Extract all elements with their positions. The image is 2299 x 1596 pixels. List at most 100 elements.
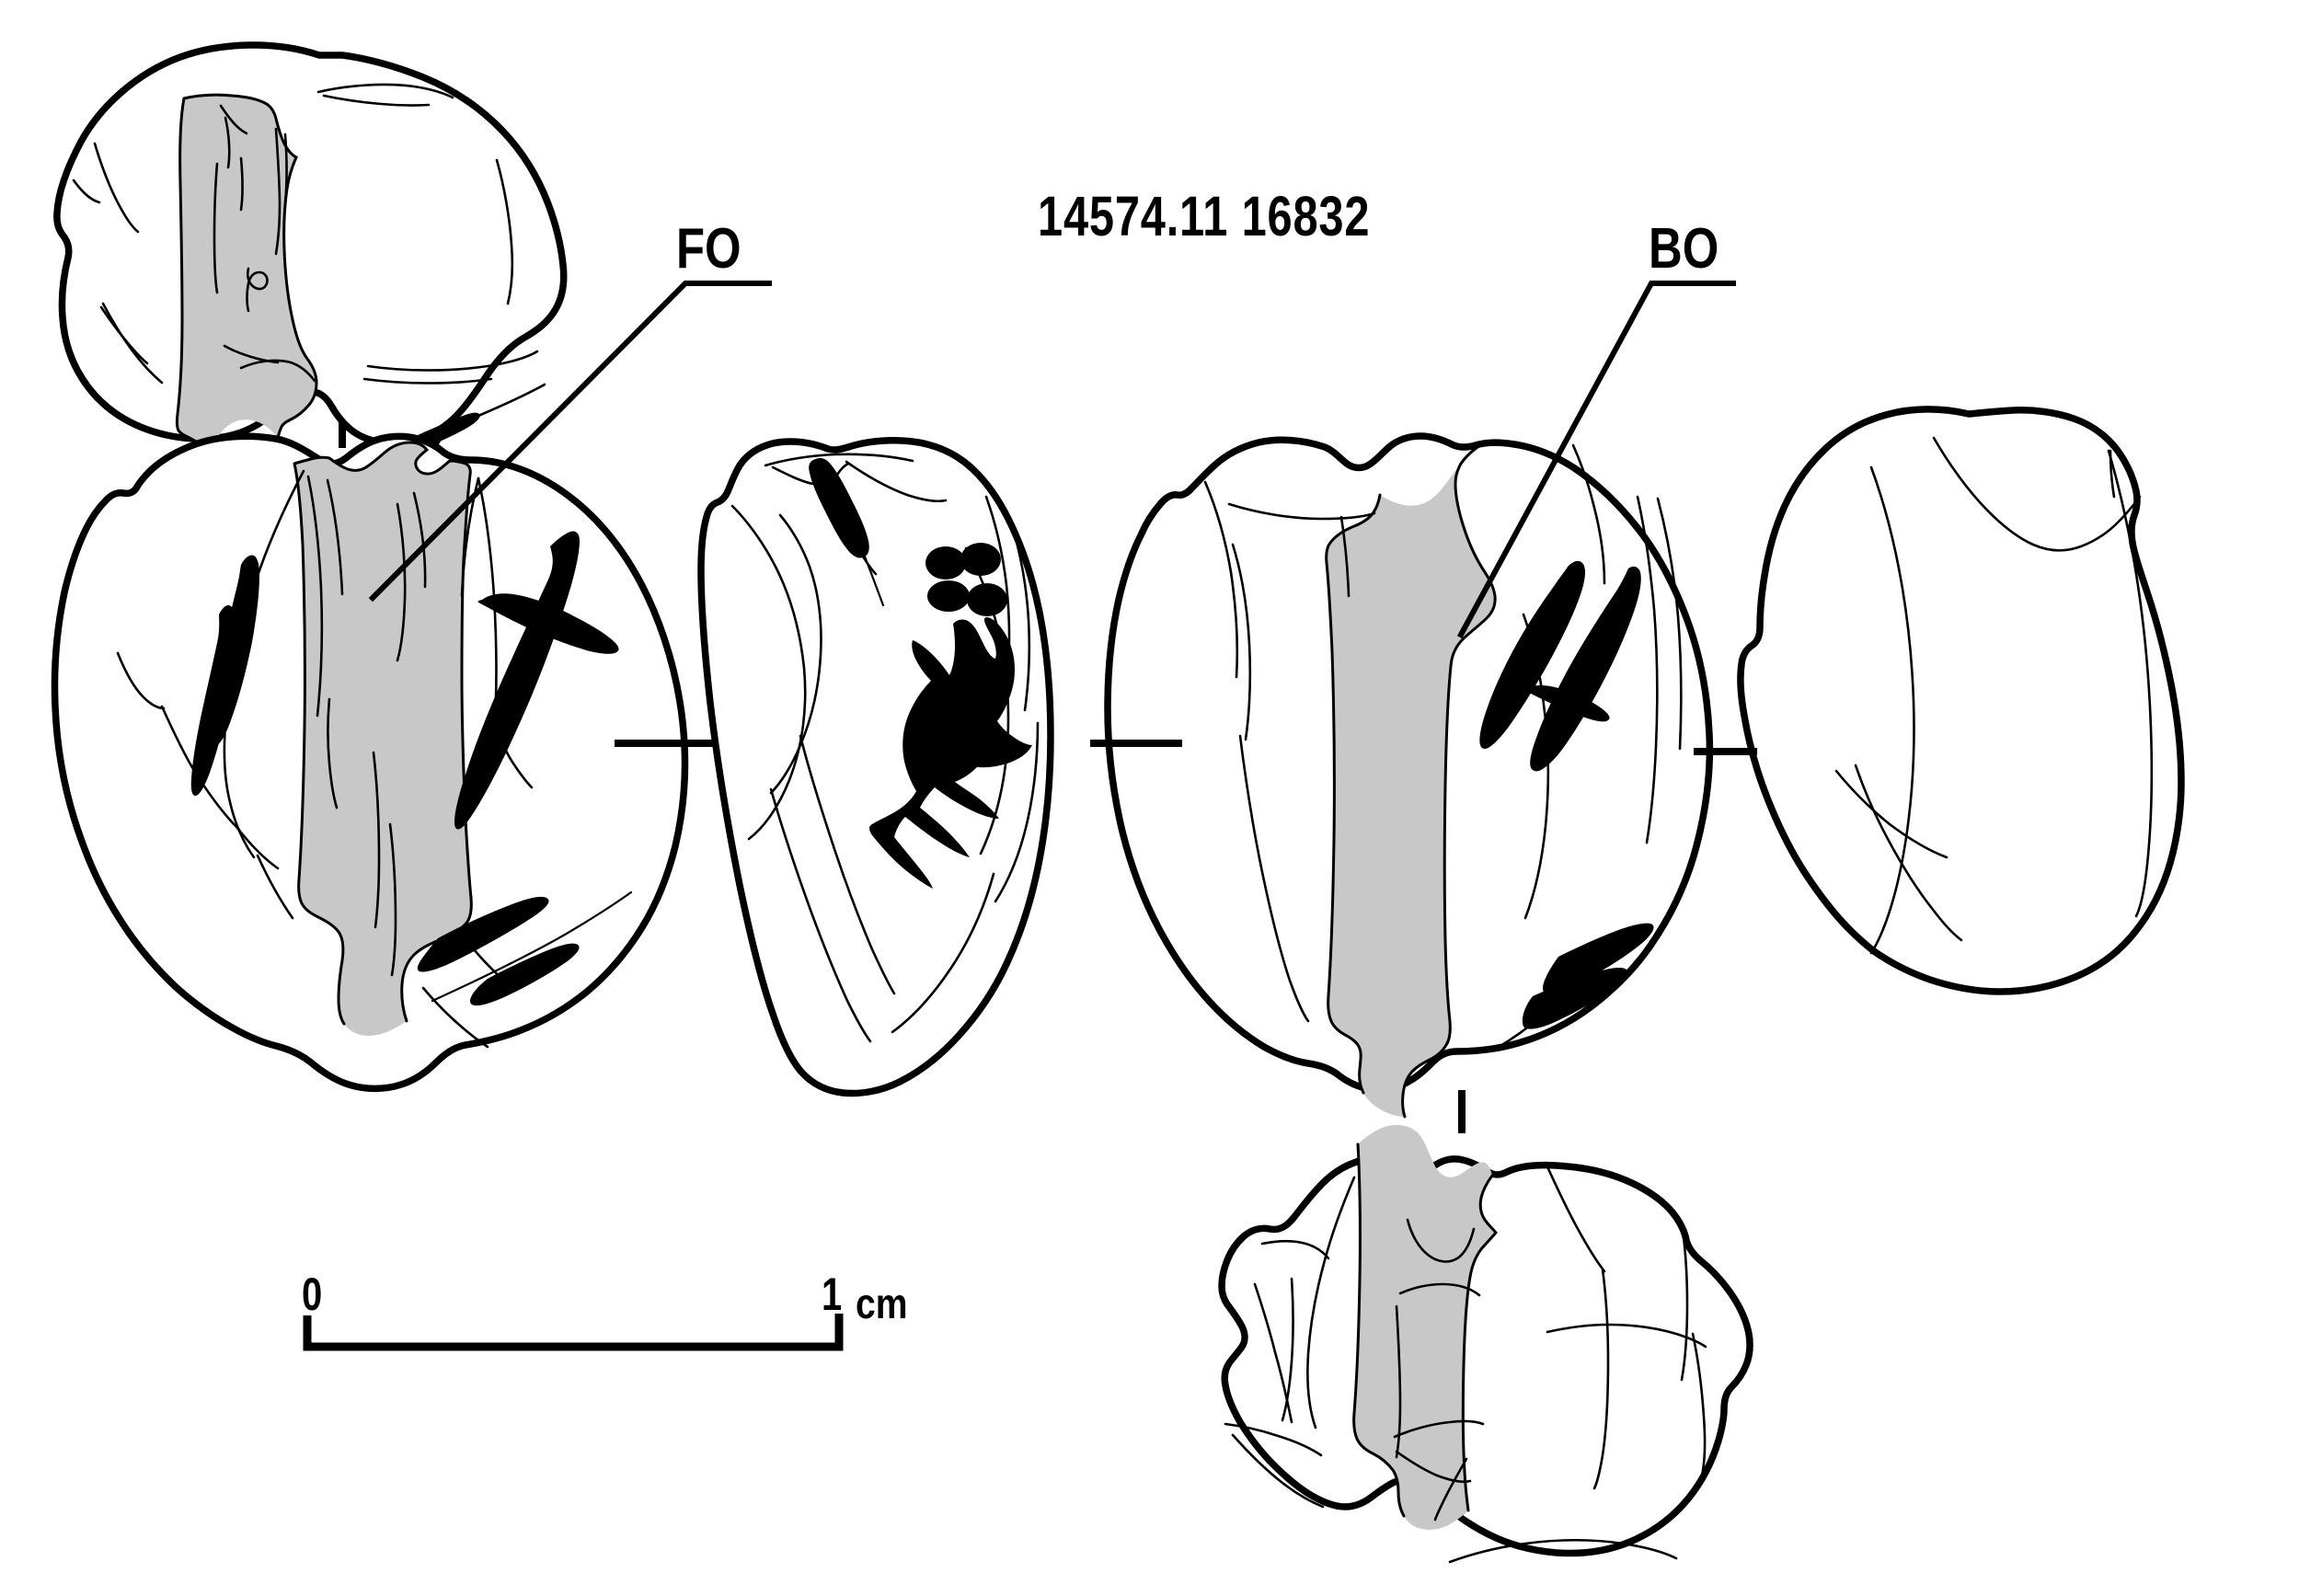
view-main-right-detail-line-1 xyxy=(1203,480,1239,679)
view-top-left-detail-line-10 xyxy=(283,132,288,206)
view-bottom-detail-line-6 xyxy=(1231,1433,1325,1509)
view-profile-center-detail-line-6 xyxy=(769,513,822,795)
view-top-left-detail-line-6 xyxy=(224,116,231,169)
view-top-left-detail-line-7 xyxy=(213,162,219,294)
view-main-right-detail-line-6 xyxy=(1571,443,1606,585)
view-far-right-detail-line-5 xyxy=(1834,769,1948,859)
view-main-left-black-mark-4 xyxy=(470,943,580,1006)
view-bottom-detail-line-5 xyxy=(1224,1422,1323,1457)
view-main-left-detail-line-3 xyxy=(327,697,339,809)
view-main-left-detail-line-4 xyxy=(372,751,381,929)
view-main-right-detail-line-4 xyxy=(1238,734,1310,1023)
view-far-right-detail-line-6 xyxy=(1854,764,1963,942)
view-profile-center-detail-line-8 xyxy=(769,787,872,1043)
label-fo: FO xyxy=(676,217,741,281)
view-top-left xyxy=(53,41,568,495)
scale-start-label: 0 xyxy=(302,1269,323,1320)
view-main-left-detail-line-6 xyxy=(396,502,407,662)
view-main-left-detail-line-7 xyxy=(412,491,427,589)
view-top-left-detail-line-9 xyxy=(274,127,282,256)
view-profile-center-detail-line-7 xyxy=(799,734,896,995)
view-far-right-outline xyxy=(1737,406,2185,995)
view-far-right xyxy=(1737,406,2185,995)
view-main-right-detail-line-9 xyxy=(1656,497,1683,751)
view-main-left-detail-line-9 xyxy=(256,854,294,920)
view-top-left-detail-line-11 xyxy=(246,267,269,313)
view-bottom-detail-line-3 xyxy=(1281,1277,1294,1422)
view-top-left-detail-line-17 xyxy=(366,350,539,372)
view-main-left-groove-shading xyxy=(294,442,472,1036)
view-main-left-detail-line-12 xyxy=(236,826,280,870)
view-main-right-detail-line-2 xyxy=(1227,502,1376,521)
view-far-right-detail-line-1 xyxy=(1869,465,1915,955)
view-main-right-detail-line-3 xyxy=(1231,543,1252,741)
callout-fo xyxy=(368,281,772,603)
view-main-right xyxy=(1104,432,1714,1119)
view-bottom-detail-line-4 xyxy=(1253,1282,1293,1424)
view-main-left-detail-line-2 xyxy=(326,478,344,596)
view-profile-center-black-dot-3 xyxy=(927,580,970,612)
view-bottom-detail-line-10 xyxy=(1393,1419,1485,1439)
view-top-left-detail-line-8 xyxy=(239,156,244,212)
view-profile-center-detail-line-1 xyxy=(764,453,914,467)
view-bottom-detail-line-2 xyxy=(1260,1239,1330,1260)
view-main-left-detail-line-17 xyxy=(421,986,489,1049)
view-top-left-detail-line-4 xyxy=(101,302,164,385)
view-bottom-detail-line-9 xyxy=(1395,1304,1402,1459)
view-main-right-black-mark-1 xyxy=(1479,560,1585,749)
bo-leader-line xyxy=(1456,281,1736,639)
view-main-left-detail-line-18 xyxy=(431,890,633,1003)
view-profile-center-black-streak-tail xyxy=(861,550,885,607)
view-main-left-black-mark-3 xyxy=(417,896,549,972)
view-bottom-detail-line-8 xyxy=(1398,1282,1481,1297)
view-bottom-detail-line-7 xyxy=(1406,1218,1476,1263)
view-bottom-detail-line-14 xyxy=(1592,1268,1610,1490)
view-profile-center-black-dot-2 xyxy=(960,543,1001,576)
view-top-left-detail-line-16 xyxy=(495,158,514,305)
scale-end-label: 1 xyxy=(822,1269,843,1320)
view-top-left-detail-line-1 xyxy=(93,142,140,234)
view-main-right-groove-shading xyxy=(1326,447,1496,1117)
view-bottom-outline xyxy=(1218,1154,1753,1557)
view-bottom-detail-line-12 xyxy=(1433,1457,1468,1521)
view-main-right-detail-line-8 xyxy=(1636,495,1659,844)
view-main-left xyxy=(51,432,689,1093)
view-top-left-detail-line-5 xyxy=(219,104,248,135)
scale-bar-rule xyxy=(303,1314,844,1351)
view-profile-center-black-dot-1 xyxy=(925,546,966,580)
view-profile-center-black-dot-4 xyxy=(967,583,1007,616)
view-top-left-detail-line-14 xyxy=(316,83,454,99)
view-main-right-groove-outline xyxy=(1325,445,1497,1119)
view-far-right-detail-line-4 xyxy=(2109,449,2116,499)
view-profile-center-black-blob xyxy=(869,617,1032,889)
view-top-left-groove-outline xyxy=(175,93,318,454)
catalog-number: 14574.11 16832 xyxy=(1038,185,1371,247)
view-bottom-detail-line-16 xyxy=(1680,1222,1689,1382)
view-main-left-detail-line-5 xyxy=(388,822,397,977)
view-far-right-detail-line-3 xyxy=(2107,449,2154,918)
view-top-left-detail-line-15 xyxy=(322,94,431,107)
view-main-right-black-mark-3 xyxy=(1542,923,1654,994)
view-main-right-black-mark-4 xyxy=(1522,967,1627,1029)
view-profile-center-detail-line-3 xyxy=(845,460,948,503)
view-main-right-black-mark-crossbar xyxy=(1525,685,1610,722)
view-top-left-detail-line-12 xyxy=(223,344,280,364)
view-bottom-detail-line-18 xyxy=(1448,1538,1678,1564)
view-top-left-detail-line-13 xyxy=(239,359,316,383)
view-bottom-detail-line-17 xyxy=(1691,1332,1707,1477)
view-top-left-detail-line-19 xyxy=(477,383,546,418)
view-profile-center-detail-line-5 xyxy=(730,504,807,841)
view-bottom-groove-shading xyxy=(1353,1125,1496,1530)
view-far-right-detail-line-2 xyxy=(1932,436,2142,552)
view-main-right-black-mark-2 xyxy=(1530,566,1641,772)
fo-leader-line xyxy=(368,281,772,603)
view-profile-center xyxy=(697,437,1054,1097)
view-main-right-detail-line-5 xyxy=(1339,515,1351,598)
view-bottom-groove-outline xyxy=(1352,1142,1498,1518)
view-main-left-black-mark-cross-2 xyxy=(477,593,619,654)
view-bottom xyxy=(1218,1125,1753,1564)
view-profile-center-detail-line-10 xyxy=(1012,530,1031,712)
callout-bo xyxy=(1456,281,1736,639)
